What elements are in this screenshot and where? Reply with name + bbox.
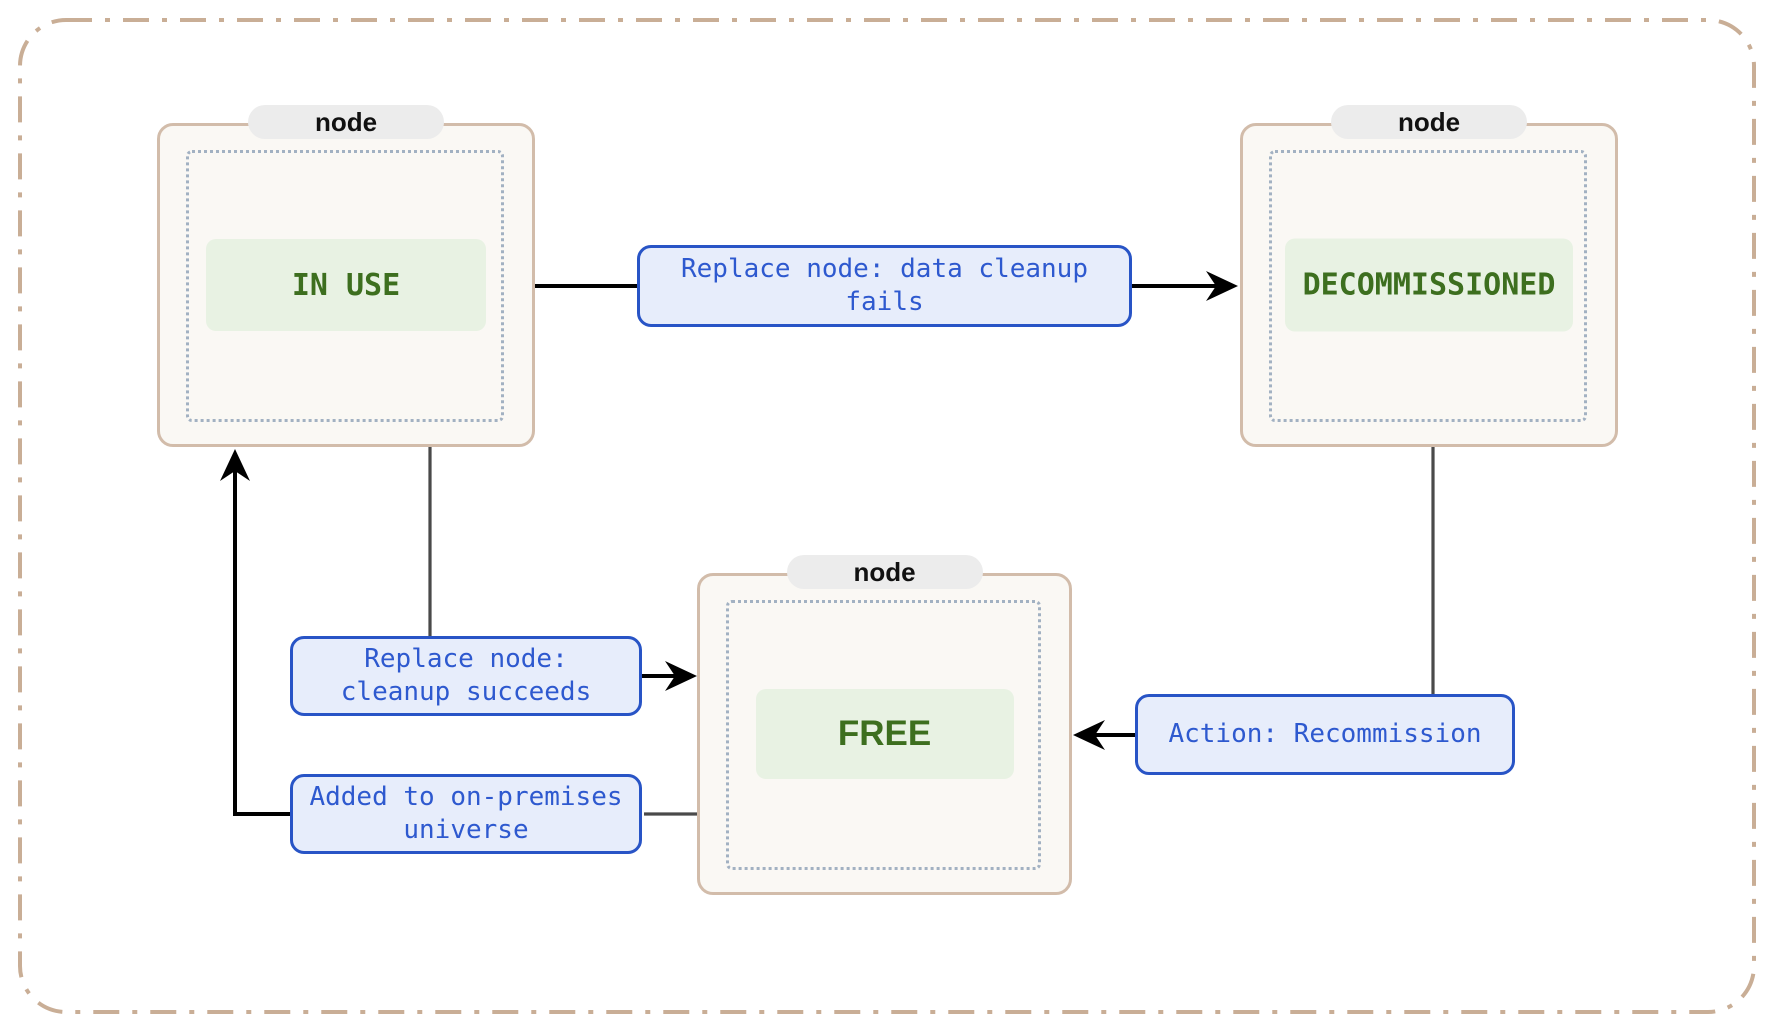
state-label: DECOMMISSIONED — [1302, 267, 1556, 303]
node-type-label: node — [314, 106, 378, 137]
arrowhead-into-free-right — [1073, 720, 1105, 750]
edge-label-action-recommission: Action: Recommission — [1135, 694, 1515, 775]
arrowhead-into-inuse-bottom — [220, 449, 250, 481]
outer-dashed-frame — [18, 18, 1756, 1014]
edge-label-line: Action: Recommission — [1168, 719, 1482, 749]
node-type-badge: node — [786, 555, 983, 589]
edge-label-line: Replace node: — [364, 644, 568, 674]
node-type-label: node — [853, 556, 916, 587]
state-label: IN USE — [291, 267, 401, 303]
state-badge-free: FREE — [755, 689, 1014, 779]
arrowhead-into-free-left — [665, 661, 697, 691]
edge-label-line: Replace node: data cleanup — [681, 254, 1088, 284]
edge-label-added-to-on-premises-universe: Added to on-premises universe — [290, 774, 642, 854]
node-type-label: node — [1397, 106, 1461, 137]
arrowhead-into-decommissioned — [1206, 271, 1238, 301]
node-card-free: node FREE — [697, 555, 1072, 895]
node-type-badge: node — [1331, 105, 1527, 139]
edge-label-line: universe — [403, 815, 529, 845]
state-label: FREE — [837, 714, 932, 753]
node-type-badge: node — [248, 105, 444, 139]
edge-label-line: cleanup succeeds — [340, 677, 592, 707]
state-badge-in-use: IN USE — [206, 239, 486, 331]
edge-label-line: fails — [845, 287, 924, 317]
node-inner-dotted-area — [726, 600, 1041, 870]
node-card-in-use: node IN USE — [157, 105, 535, 447]
edge-label-replace-node-data-cleanup-fails: Replace node: data cleanup fails — [637, 245, 1132, 327]
edge-addedlabel-to-inuse-line — [233, 463, 290, 816]
edge-label-line: Added to on-premises — [309, 782, 623, 812]
edge-label-replace-node-cleanup-succeeds: Replace node: cleanup succeeds — [290, 636, 642, 716]
node-inner-dotted-area — [1269, 150, 1587, 422]
state-badge-decommissioned: DECOMMISSIONED — [1285, 238, 1573, 332]
node-inner-dotted-area — [186, 150, 504, 422]
node-card-decommissioned: node DECOMMISSIONED — [1240, 105, 1618, 447]
